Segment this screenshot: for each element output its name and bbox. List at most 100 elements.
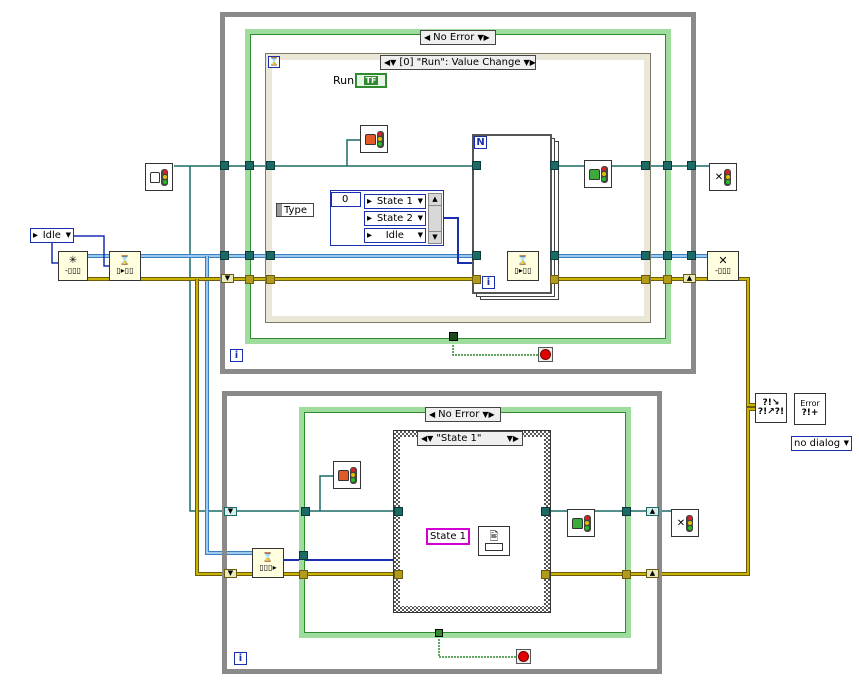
array-item-text: State 1 (376, 196, 413, 207)
reference-tunnel[interactable] (641, 161, 650, 170)
one-button-dialog-icon: 🖹 (489, 530, 499, 543)
reference-tunnel[interactable] (301, 507, 310, 516)
array-item-state-1[interactable]: ▸State 1▼ (364, 194, 426, 209)
traffic-light-icon (686, 514, 694, 532)
error-label: Error (800, 399, 820, 408)
chevron-down-icon: ▼ (417, 214, 423, 222)
run-boolean-terminal[interactable]: TF (355, 73, 387, 88)
top-while-loop[interactable] (220, 12, 696, 374)
merge-errors-node[interactable]: ?!↘?!↗?! (755, 393, 787, 423)
bottom-release-notifier-node[interactable]: ✕ (671, 509, 699, 537)
reference-tunnel[interactable] (663, 161, 672, 170)
selector-dropdown-icon[interactable]: ▼▶ (477, 33, 490, 42)
reference-tunnel[interactable] (299, 551, 308, 560)
array-item-idle[interactable]: ▸Idle▼ (364, 228, 426, 243)
reference-tunnel[interactable] (266, 161, 275, 170)
selector-left-arrow-icon[interactable]: ◀ (429, 410, 436, 419)
event-structure[interactable] (265, 53, 651, 323)
error-tunnel[interactable] (394, 570, 403, 579)
queue-icon: ▯▸▯▯ (116, 266, 134, 275)
top-loop-iteration-terminal: i (230, 349, 243, 362)
scroll-down-icon[interactable]: ▼ (429, 231, 441, 243)
reference-tunnel[interactable] (663, 251, 672, 260)
reference-tunnel[interactable] (394, 507, 403, 516)
selector-dropdown-icon[interactable]: ▼▶ (506, 434, 519, 443)
notifier-wait-wire (346, 139, 360, 166)
error-tunnel[interactable] (299, 570, 308, 579)
chevron-down-icon: ▼ (417, 231, 423, 239)
reference-tunnel[interactable] (220, 251, 229, 260)
array-scrollbar[interactable]: ▲ ▼ (428, 193, 442, 244)
type-event-data-node[interactable]: Type (276, 203, 314, 217)
bottom-stop-button[interactable] (516, 649, 531, 664)
idle-state-constant[interactable]: ▸Idle▼ (30, 228, 74, 243)
release-queue-node[interactable]: ✕-▯▯▯ (707, 251, 739, 281)
top-loop-condition-terminal[interactable] (449, 332, 458, 341)
bottom-error-shift-register-left[interactable]: ▼ (224, 569, 237, 578)
bottom-loop-condition-terminal[interactable] (435, 629, 443, 637)
state-1-string-constant[interactable]: State 1 (426, 528, 470, 545)
reference-tunnel[interactable] (550, 161, 559, 170)
bottom-send-notification-node[interactable] (567, 509, 595, 537)
bottom-error-shift-register-right[interactable]: ▲ (646, 569, 659, 578)
reference-tunnel[interactable] (541, 507, 550, 516)
reference-tunnel[interactable] (472, 161, 481, 170)
create-notifier-node[interactable] (145, 163, 173, 191)
reference-tunnel[interactable] (687, 161, 696, 170)
reference-tunnel[interactable] (641, 251, 650, 260)
enqueue-in-for-loop-node[interactable]: ⌛▯▸▯▯ (507, 251, 539, 281)
error-tunnel[interactable] (541, 570, 550, 579)
release-notifier-node[interactable]: ✕ (709, 163, 737, 191)
error-tunnel[interactable] (550, 275, 559, 284)
array-item-state-2[interactable]: ▸State 2▼ (364, 211, 426, 226)
reference-tunnel[interactable] (472, 251, 481, 260)
reference-tunnel[interactable] (687, 251, 696, 260)
selector-left-arrow-icon[interactable]: ◀ (424, 33, 431, 42)
one-button-dialog-node[interactable]: 🖹 (478, 526, 510, 556)
event-timeout-terminal[interactable]: ⌛ (268, 56, 280, 68)
send-notification-node[interactable] (584, 160, 612, 188)
error-tunnel[interactable] (622, 570, 631, 579)
event-selector-right-icon[interactable]: ▼▶ (523, 58, 536, 67)
error-tunnel[interactable] (641, 275, 650, 284)
bottom-notifier-shift-register-left[interactable]: ▼ (224, 507, 237, 516)
wait-on-notification-node[interactable] (360, 125, 388, 153)
bottom-notifier-shift-register-right[interactable]: ▲ (646, 507, 659, 516)
reference-tunnel[interactable] (622, 507, 631, 516)
bottom-wait-on-notification-node[interactable] (333, 461, 361, 489)
selector-dropdown-icon[interactable]: ▼▶ (482, 410, 495, 419)
error-shift-register-right[interactable]: ▲ (683, 274, 696, 283)
traffic-light-icon (600, 165, 608, 183)
reference-tunnel[interactable] (550, 251, 559, 260)
bottom-case-selector[interactable]: ◀ No Error ▼▶ (425, 407, 501, 422)
dequeue-element-node[interactable]: ⌛▯▯▯▸ (252, 548, 284, 578)
top-stop-button[interactable] (538, 347, 553, 362)
reference-tunnel[interactable] (266, 251, 275, 260)
error-shift-register-left[interactable]: ▼ (221, 274, 234, 283)
event-selector[interactable]: ◀▼ [0] "Run": Value Change ▼▶ (380, 55, 536, 70)
reference-tunnel[interactable] (245, 161, 254, 170)
bottom-while-loop[interactable] (222, 391, 662, 674)
event-selector-left-icon[interactable]: ◀▼ (384, 58, 397, 67)
array-index-display[interactable]: 0 (331, 192, 361, 207)
idle-enum-wire (74, 235, 109, 267)
selector-left-arrow-icon[interactable]: ◀▼ (421, 434, 434, 443)
scroll-up-icon[interactable]: ▲ (429, 194, 441, 206)
state-case-selector[interactable]: ◀▼ "State 1" ▼▶ (417, 431, 523, 446)
dialog-type-constant[interactable]: no dialog▼ (791, 436, 852, 451)
simple-error-handler-node[interactable]: Error ?!+ (794, 393, 826, 425)
reference-tunnel[interactable] (245, 251, 254, 260)
reference-tunnel[interactable] (220, 161, 229, 170)
error-tunnel[interactable] (266, 275, 275, 284)
type-label: Type (284, 204, 307, 216)
top-case-selector[interactable]: ◀ No Error ▼▶ (420, 30, 496, 45)
error-tunnel[interactable] (663, 275, 672, 284)
release-notifier-icon: ✕ (714, 171, 724, 183)
error-tunnel[interactable] (472, 275, 481, 284)
traffic-light-icon (724, 168, 732, 186)
obtain-queue-node[interactable]: ✳-▯▯▯ (58, 251, 88, 281)
enqueue-element-node[interactable]: ⌛▯▸▯▯ (109, 251, 141, 281)
error-tunnel[interactable] (245, 275, 254, 284)
traffic-light-icon (376, 130, 384, 148)
